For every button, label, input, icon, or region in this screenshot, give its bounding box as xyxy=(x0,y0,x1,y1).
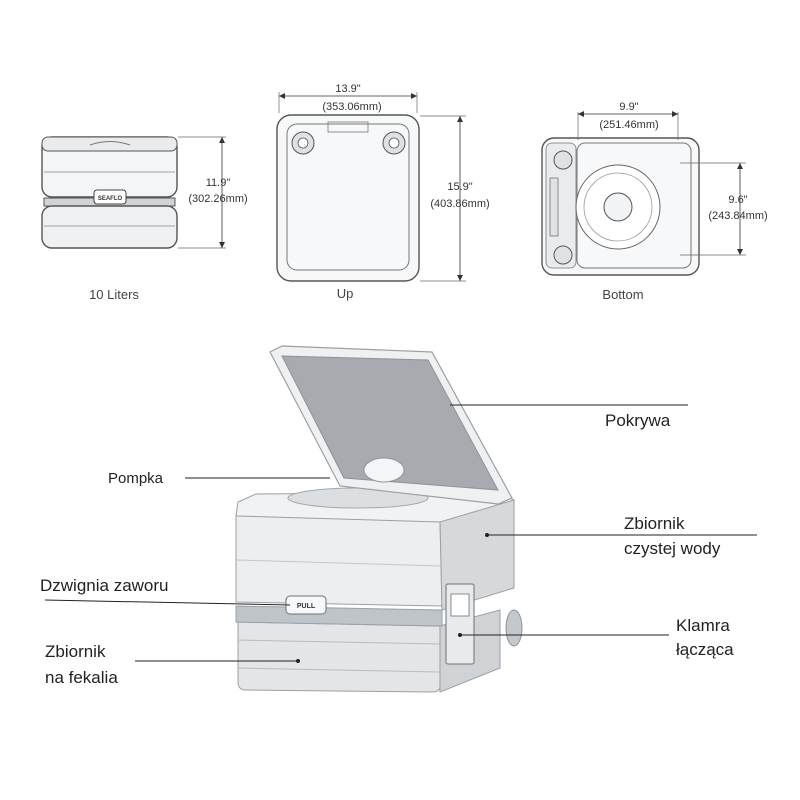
side-caption: 10 Liters xyxy=(89,287,139,302)
up-caption: Up xyxy=(337,286,354,301)
up-depth-mm: (403.86mm) xyxy=(430,198,489,210)
callout-pump: Pompka xyxy=(108,470,164,487)
side-height-in: 11.9" xyxy=(206,177,231,189)
toilet-3d: PULL xyxy=(235,345,523,693)
callout-fresh-tank-line2: czystej wody xyxy=(624,539,721,558)
bottom-view: 9.9" (251.46mm) 9.6" (243.84mm) Bottom xyxy=(541,101,768,302)
bottom-width-mm: (251.46mm) xyxy=(599,119,658,131)
up-depth-in: 15.9" xyxy=(447,181,472,193)
callout-texts: Pokrywa Pompka Zbiornik czystej wody Dzw… xyxy=(40,411,734,687)
callout-clamp-line1: Klamra xyxy=(676,616,730,635)
bottom-height-in: 9.6" xyxy=(728,194,747,206)
callout-fresh-tank-line1: Zbiornik xyxy=(624,514,685,533)
up-width-mm: (353.06mm) xyxy=(322,101,381,113)
pull-label: PULL xyxy=(297,603,316,610)
up-view: 13.9" (353.06mm) 15.9" (403.86mm) Up xyxy=(276,83,490,301)
up-width-in: 13.9" xyxy=(335,83,360,95)
callout-waste-tank-line1: Zbiornik xyxy=(45,642,106,661)
bottom-height-mm: (243.84mm) xyxy=(708,210,767,222)
bottom-caption: Bottom xyxy=(602,287,643,302)
callout-valve: Dzwignia zaworu xyxy=(40,576,169,595)
callout-waste-tank-line2: na fekalia xyxy=(45,668,118,687)
callout-clamp-line2: łącząca xyxy=(676,640,734,659)
side-view: SEAFLO 11.9" (302.26mm) 10 Liters xyxy=(41,136,248,302)
callout-lines xyxy=(44,404,757,663)
callout-lid: Pokrywa xyxy=(605,411,671,430)
bottom-width-in: 9.9" xyxy=(619,101,638,113)
side-height-mm: (302.26mm) xyxy=(188,193,247,205)
brand-label: SEAFLO xyxy=(98,196,123,202)
